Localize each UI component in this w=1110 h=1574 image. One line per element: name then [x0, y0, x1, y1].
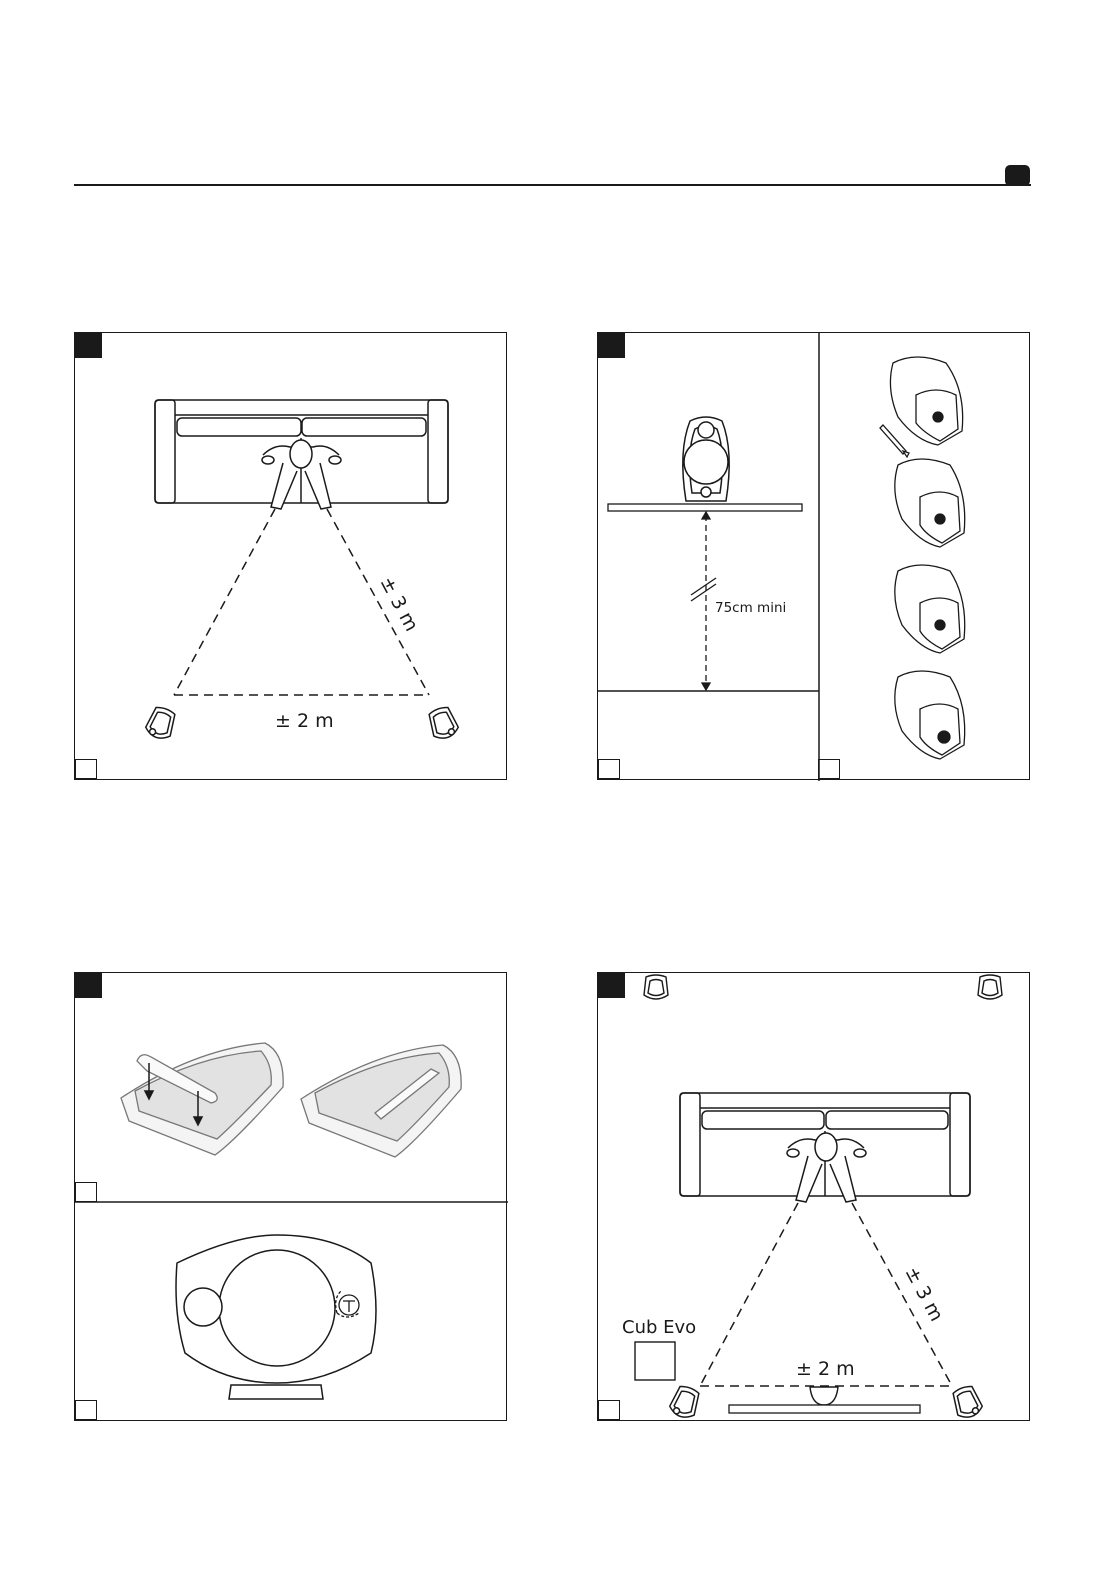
distance-label: ± 3 m [376, 573, 423, 635]
speaker-icon [895, 671, 965, 759]
panel-shelf-mounting: 75cm mini [597, 332, 1030, 780]
tv-stand [729, 1405, 920, 1413]
speaker-icon [895, 459, 965, 547]
panel-stereo-placement: ± 3 m ± 2 m [74, 332, 507, 780]
speaker-icon [426, 705, 461, 742]
speaker-icon [895, 565, 965, 653]
width-label: ± 2 m [796, 1358, 855, 1380]
speaker-icon [890, 357, 962, 445]
distance-label: ± 3 m [901, 1263, 948, 1325]
panel-home-cinema: Cub Evo ± 3 m ± 2 m [597, 972, 1030, 1421]
speaker-icon [176, 1235, 376, 1399]
panel-base-and-logo [74, 972, 507, 1421]
speaker-icon [810, 1387, 838, 1405]
speaker-icon [644, 975, 668, 999]
cinema-diagram: Cub Evo ± 3 m ± 2 m [598, 973, 1031, 1422]
page-tab [1005, 165, 1030, 186]
width-label: ± 2 m [275, 710, 334, 732]
listener-icon [787, 1133, 866, 1202]
speaker-icon [683, 417, 729, 501]
speaker-icon [668, 1384, 703, 1421]
speaker-icon [950, 1384, 985, 1421]
subwoofer-box [635, 1342, 675, 1380]
height-label: 75cm mini [715, 600, 786, 616]
shelf-diagram: 75cm mini [598, 333, 1031, 781]
hex-key-icon [880, 425, 909, 457]
speaker-icon [144, 705, 179, 742]
base-diagram [75, 973, 508, 1422]
header-rule [74, 184, 1031, 186]
speaker-icon [978, 975, 1002, 999]
stereo-diagram: ± 3 m ± 2 m [75, 333, 508, 781]
subwoofer-label: Cub Evo [622, 1317, 696, 1338]
